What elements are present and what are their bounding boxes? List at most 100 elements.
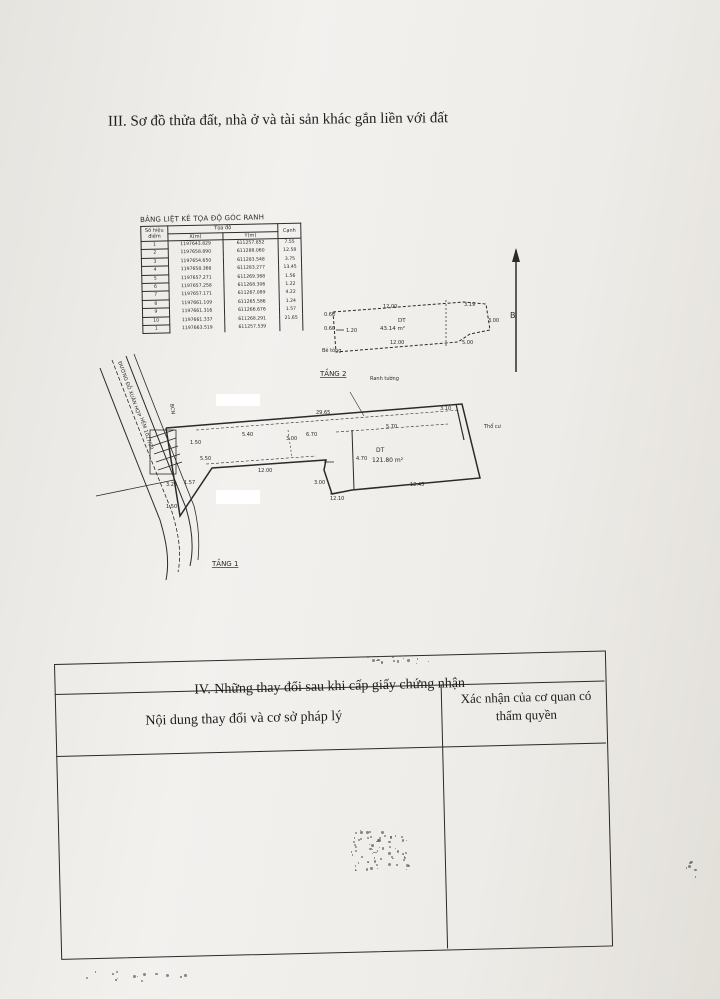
- toner-speck: [358, 838, 361, 842]
- toner-speck: [383, 834, 386, 837]
- toner-speck: [404, 857, 407, 860]
- f2-area-label: DT: [398, 318, 406, 324]
- f1-dim-b: 3.00: [286, 436, 297, 442]
- toner-speck: [371, 844, 374, 847]
- f2-dim-inner: 1.20: [346, 328, 357, 334]
- toner-speck: [359, 830, 362, 832]
- toner-speck: [402, 853, 405, 856]
- toner-speck: [154, 972, 158, 976]
- floor-1-plan: [95, 391, 481, 519]
- toner-speck: [133, 975, 136, 978]
- toner-speck: [376, 839, 380, 843]
- toner-speck: [402, 839, 405, 842]
- toner-speck: [375, 852, 377, 854]
- redaction-block-2: [216, 490, 260, 504]
- toner-speck: [354, 865, 357, 867]
- toner-speck: [378, 839, 381, 843]
- toner-speck: [688, 864, 692, 868]
- toner-speck: [376, 659, 378, 662]
- toner-speck: [690, 861, 693, 864]
- land-plot-sketch: B 12.00 3.19 3.00 0.60 0.60 12.00 1.20 5…: [95, 248, 520, 581]
- toner-speck: [370, 867, 373, 870]
- toner-speck: [392, 857, 394, 860]
- toner-speck: [405, 864, 409, 868]
- toner-speck: [374, 860, 377, 863]
- toner-speck: [402, 658, 404, 660]
- redaction-block-1: [216, 394, 260, 406]
- toner-speck: [361, 856, 363, 859]
- toner-speck: [394, 835, 397, 837]
- toner-speck: [388, 852, 391, 855]
- toner-speck: [405, 839, 407, 841]
- toner-speck: [354, 837, 356, 839]
- toner-speck: [351, 851, 353, 853]
- f1-dim-i: 3.00: [314, 480, 325, 486]
- toner-speck: [694, 876, 697, 878]
- toner-speck: [365, 830, 369, 834]
- toner-speck: [389, 836, 393, 840]
- toner-speck: [360, 831, 363, 835]
- toner-speck: [183, 973, 187, 977]
- f2-area-value: 43.14 m²: [380, 325, 405, 332]
- toner-speck: [415, 662, 418, 665]
- toner-speck: [406, 659, 410, 662]
- toner-speck: [366, 836, 370, 840]
- toner-speck: [376, 868, 378, 870]
- f2-dim-side: 3.00: [488, 318, 499, 324]
- toner-speck: [376, 850, 379, 852]
- f1-dim-j: 5.50: [200, 456, 211, 462]
- f1-dim-g: 12.45: [410, 482, 424, 488]
- toner-speck: [357, 861, 360, 864]
- toner-speck: [376, 863, 379, 866]
- toner-speck: [396, 660, 400, 663]
- f1-area-label: DT: [376, 447, 385, 454]
- floor-2-label: TẦNG 2: [319, 368, 346, 378]
- toner-speck: [427, 660, 430, 663]
- toner-speck: [389, 845, 392, 848]
- toner-speck: [396, 850, 400, 853]
- toner-speck: [85, 977, 88, 980]
- north-label: B: [510, 311, 516, 320]
- toner-speck: [369, 836, 372, 839]
- toner-speck: [180, 976, 182, 978]
- column-authority-confirmation: Xác nhận của cơ quan có thẩm quyền: [460, 687, 592, 724]
- toner-speck: [369, 847, 373, 851]
- f1-dim-c: 6.70: [306, 432, 317, 438]
- balcony-label: BCN: [168, 403, 176, 415]
- toner-speck: [112, 973, 114, 975]
- toner-speck: [376, 840, 379, 843]
- toner-speck: [143, 973, 147, 977]
- toner-speck: [166, 974, 170, 977]
- f2-dim-left-a: 0.60: [324, 312, 335, 318]
- toner-speck: [400, 835, 404, 839]
- toner-speck: [402, 858, 405, 861]
- toner-speck: [377, 658, 381, 662]
- f1-dim-n: 1.50: [166, 504, 177, 510]
- toner-speck: [380, 831, 384, 835]
- toner-speck: [372, 659, 376, 663]
- f2-dim-bottom-right: 5.00: [462, 340, 473, 346]
- floor-2-plan: [332, 300, 491, 353]
- f1-dim-d: 5.70: [386, 424, 397, 430]
- toner-speck: [694, 868, 697, 872]
- toner-speck: [685, 867, 687, 869]
- f2-dim-left-b: 0.60: [324, 326, 335, 332]
- f1-dim-a: 5.40: [242, 432, 253, 438]
- toner-speck: [353, 841, 356, 844]
- road-lines: [99, 353, 200, 581]
- f1-dim-top-right: 3.10: [440, 406, 451, 412]
- f1-dim-f: 4.70: [356, 456, 367, 462]
- toner-speck: [116, 970, 119, 974]
- toner-speck: [140, 979, 144, 983]
- toner-speck: [379, 858, 382, 860]
- toner-speck: [371, 853, 373, 855]
- f1-dim-k: 1.50: [190, 440, 201, 446]
- toner-speck: [381, 661, 384, 663]
- neighbor-label: Thổ cư: [483, 423, 502, 430]
- toner-speck: [354, 868, 357, 871]
- toner-speck: [373, 857, 376, 859]
- north-arrow: B: [510, 248, 520, 372]
- toner-speck: [360, 838, 363, 841]
- toner-speck: [136, 975, 139, 978]
